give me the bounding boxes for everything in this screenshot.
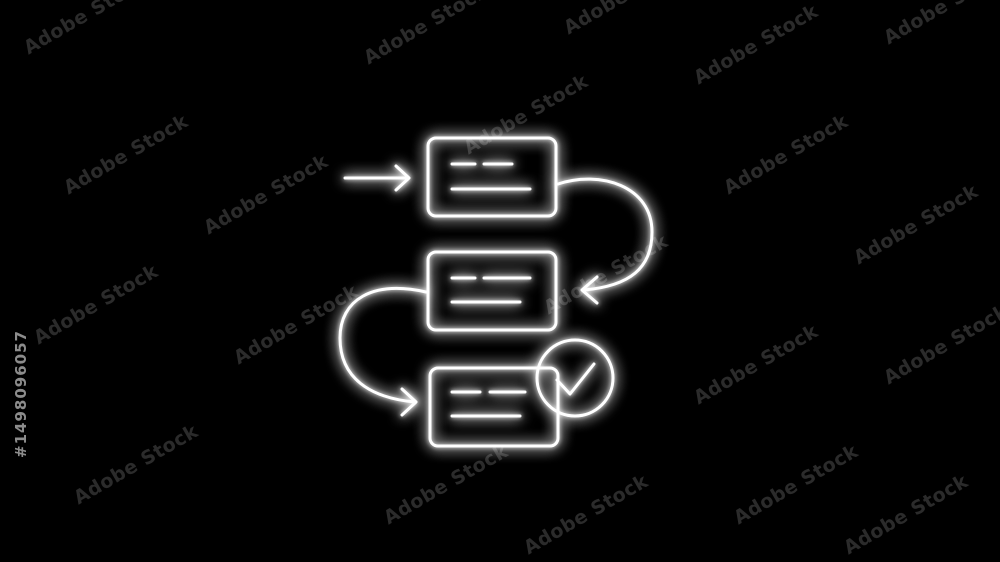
check-circle-icon: [535, 338, 615, 418]
step-card-3: [428, 366, 560, 448]
step-card-1: [426, 136, 558, 218]
connector-arrow-1-icon: [556, 177, 654, 305]
entry-arrow-icon: [343, 164, 411, 192]
connector-arrow-2-icon: [338, 287, 428, 417]
stock-id-label: #1498096057: [12, 330, 30, 458]
step-card-2: [426, 250, 558, 332]
